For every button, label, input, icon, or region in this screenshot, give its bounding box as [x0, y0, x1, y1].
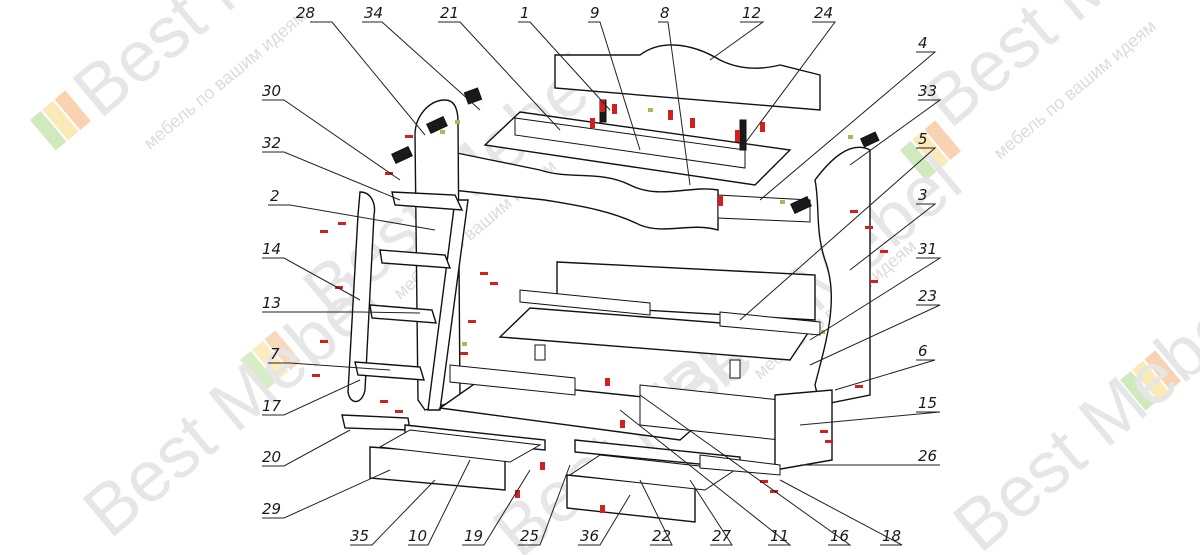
part-support-leg: [729, 359, 741, 379]
logo-mark: [30, 90, 91, 151]
part-support-leg: [534, 344, 546, 361]
callout-label: 34: [364, 4, 383, 22]
part-upper-bed-rail: [514, 117, 746, 169]
part-handle-cutout: [859, 131, 880, 148]
part-stair-step-20: [341, 414, 411, 431]
callout-label: 6: [918, 342, 928, 360]
callout-label: 10: [408, 527, 427, 545]
part-lower-rail-right: [719, 311, 821, 336]
part-drawer-box-frame: [449, 364, 576, 396]
callout-label: 20: [262, 448, 281, 466]
part-drawer-bottom-left: [378, 429, 542, 463]
logo-mark: [1120, 350, 1181, 411]
callout-label: 30: [262, 82, 281, 100]
part-upper-front-guard: [451, 151, 719, 231]
callout-label: 7: [270, 345, 280, 363]
callout-label: 1: [520, 4, 530, 22]
callout-label: 19: [464, 527, 483, 545]
part-handle-cutout: [391, 146, 413, 164]
callout-label: 33: [918, 82, 937, 100]
callout-label: 17: [262, 397, 282, 415]
callout-label: 18: [882, 527, 901, 545]
callout-label: 9: [590, 4, 600, 22]
part-stair-step-7: [354, 361, 425, 381]
callout-label: 13: [262, 294, 281, 312]
callout-label: 16: [830, 527, 849, 545]
callout-label: 24: [814, 4, 833, 22]
part-small-bracket: [463, 87, 483, 105]
callout-label: 8: [660, 4, 670, 22]
part-right-end-panel: [774, 389, 833, 471]
callout-label: 15: [918, 394, 937, 412]
watermark-brand: Best Mebel: [909, 0, 1200, 142]
callout-label: 21: [440, 4, 459, 22]
part-stair-stringer: [347, 191, 376, 403]
callout-label: 31: [918, 240, 937, 258]
callout-label: 12: [742, 4, 761, 22]
part-stair-step-32: [391, 191, 464, 211]
logo-mark: [900, 120, 961, 181]
part-stair-step-13: [369, 304, 437, 324]
callout-label: 11: [770, 527, 789, 545]
callout-label: 32: [262, 134, 281, 152]
logo-mark: [240, 330, 301, 391]
part-stair-stringer-inner: [427, 199, 469, 411]
callout-label: 28: [296, 4, 315, 22]
callout-label: 27: [712, 527, 732, 545]
part-upper-long-rail: [717, 194, 811, 223]
watermark-brand: Best Mebel: [59, 0, 386, 132]
callout-labels: 28 34 21 1 9 8 12 24 4 33 30 32 5 2 3 14…: [262, 4, 937, 545]
callout-label: 5: [918, 130, 928, 148]
part-stair-step-14: [379, 249, 452, 269]
watermark-brand: Best Mebel: [69, 259, 396, 552]
part-top-back-rail: [554, 44, 821, 111]
part-base-plinth: [699, 454, 781, 476]
callout-label: 4: [918, 34, 928, 52]
callout-label: 3: [918, 186, 928, 204]
callout-label: 22: [652, 527, 671, 545]
callout-label: 14: [262, 240, 281, 258]
callout-label: 2: [270, 187, 280, 205]
watermark-brand: Best Mebel: [939, 274, 1200, 555]
bunk-bed-parts: [312, 44, 888, 523]
part-handle-cutout: [790, 196, 812, 214]
hardware-markers: [312, 100, 888, 513]
part-handle-cutout: [426, 116, 448, 134]
callout-label: 25: [520, 527, 539, 545]
callout-label: 23: [918, 287, 937, 305]
leader-lines: [262, 21, 942, 546]
callout-label: 26: [918, 447, 937, 465]
callout-label: 36: [580, 527, 599, 545]
part-lower-rail-left: [519, 289, 651, 316]
callout-label: 35: [350, 527, 369, 545]
callout-label: 29: [262, 500, 281, 518]
